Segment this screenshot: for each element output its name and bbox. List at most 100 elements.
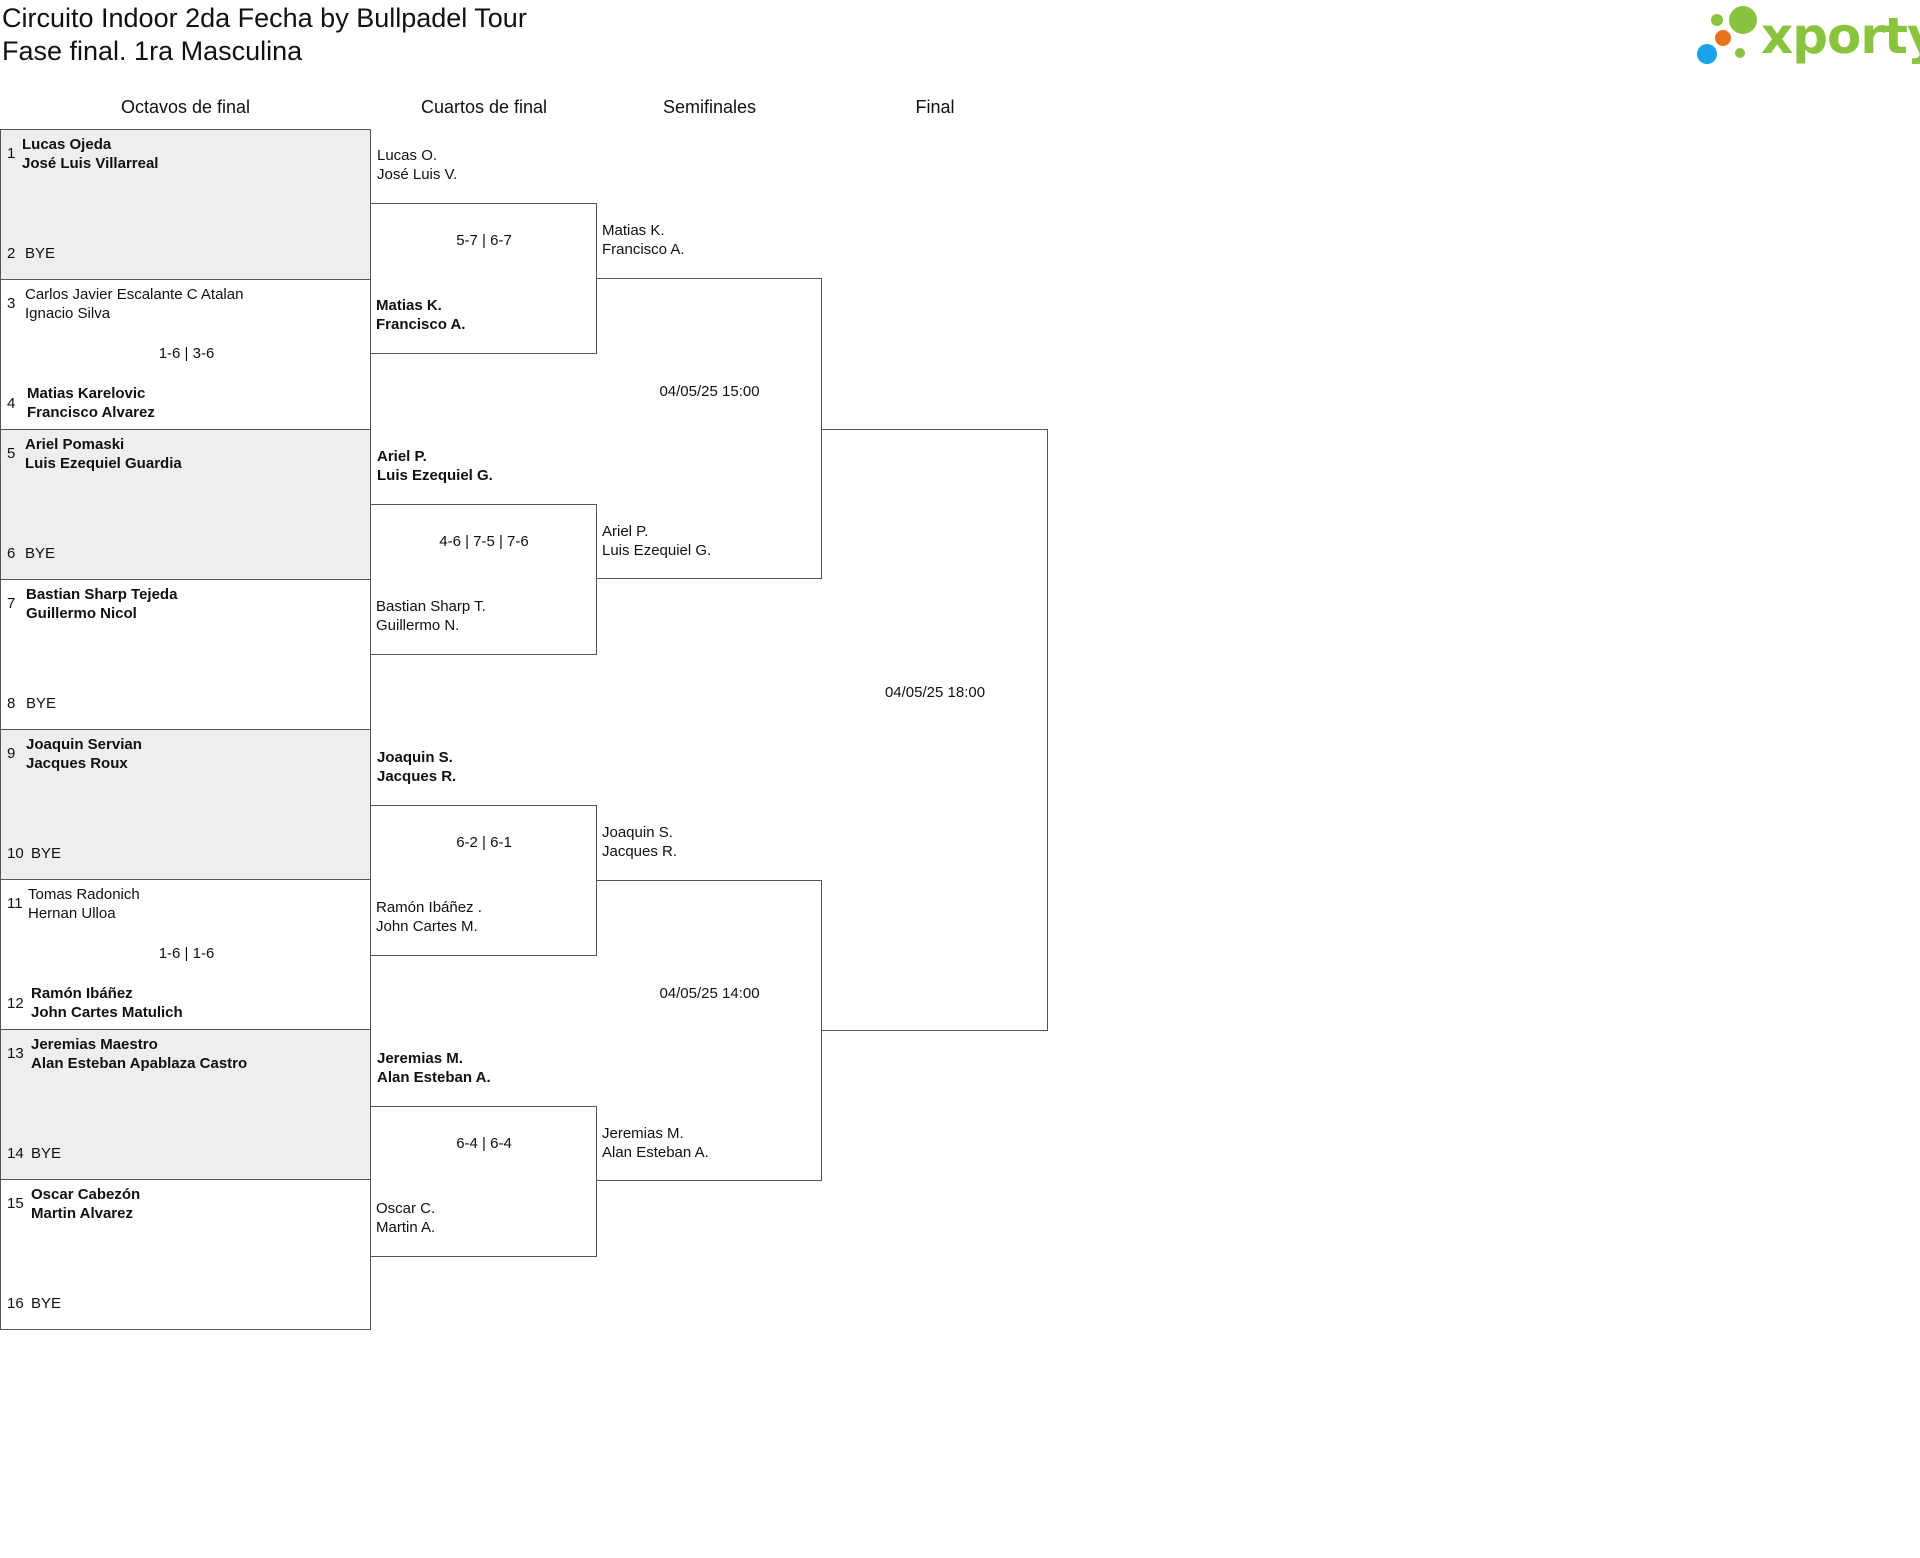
player-name: Alan Esteban Apablaza Castro bbox=[31, 1055, 248, 1072]
player-name: Francisco A. bbox=[602, 241, 685, 258]
player-name: Jacques R. bbox=[377, 768, 457, 785]
player-name: Alan Esteban A. bbox=[377, 1069, 491, 1086]
player-name: Ramón Ibáñez bbox=[31, 985, 133, 1002]
player-name: José Luis V. bbox=[377, 166, 458, 183]
player-name: Ramón Ibáñez . bbox=[376, 899, 482, 916]
bye-label: BYE bbox=[31, 1295, 62, 1312]
bye-label: BYE bbox=[31, 845, 62, 862]
qf-match-box: 6-4 | 6-4 Oscar C. Martin A. bbox=[371, 1106, 597, 1257]
match-score: 6-2 | 6-1 bbox=[456, 834, 512, 851]
seed-number: 11 bbox=[7, 895, 23, 912]
player-name: Luis Ezequiel G. bbox=[602, 542, 712, 559]
bye-label: BYE bbox=[26, 695, 57, 712]
player-name: Jacques Roux bbox=[26, 755, 128, 772]
player-name: José Luis Villarreal bbox=[22, 155, 159, 172]
qf-team-top: Joaquin S. Jacques R. bbox=[377, 748, 456, 786]
player-name: Martin Alvarez bbox=[31, 1205, 133, 1222]
player-name: Matias K. bbox=[602, 222, 665, 239]
r16-match: 13 Jeremias Maestro Alan Esteban Apablaz… bbox=[0, 1029, 371, 1180]
player-name: Ignacio Silva bbox=[25, 305, 111, 322]
player-name: Tomas Radonich bbox=[28, 886, 140, 903]
logo-dot-blue-icon bbox=[1697, 44, 1717, 64]
logo-wordmark: xporty bbox=[1761, 7, 1920, 65]
qf-team-bottom: Bastian Sharp T. Guillermo N. bbox=[376, 597, 486, 635]
qf-team-top: Jeremias M. Alan Esteban A. bbox=[377, 1049, 491, 1087]
player-name: Francisco Alvarez bbox=[27, 404, 155, 421]
r16-match: 9 Joaquin Servian Jacques Roux 10 BYE bbox=[0, 729, 371, 880]
player-name: Ariel P. bbox=[602, 523, 649, 540]
round-header-semifinales: Semifinales bbox=[662, 97, 757, 117]
seed-number: 3 bbox=[7, 295, 16, 312]
seed-number: 13 bbox=[7, 1045, 24, 1062]
seed-number: 15 bbox=[7, 1195, 24, 1212]
qf-match-box: 6-2 | 6-1 Ramón Ibáñez . John Cartes M. bbox=[371, 805, 597, 956]
r16-match: 3 Carlos Javier Escalante C Atalan Ignac… bbox=[0, 279, 371, 430]
player-name: Oscar Cabezón bbox=[31, 1186, 141, 1203]
match-schedule: 04/05/25 15:00 bbox=[659, 383, 760, 400]
phase-subtitle: Fase final. 1ra Masculina bbox=[2, 36, 303, 66]
qf-team-top: Ariel P. Luis Ezequiel G. bbox=[377, 447, 493, 485]
seed-number: 9 bbox=[7, 745, 16, 762]
seed-number: 14 bbox=[7, 1145, 24, 1162]
seed-number: 1 bbox=[7, 145, 16, 162]
logo-dot-orange-icon bbox=[1715, 30, 1731, 46]
sf-team-top: Matias K. Francisco A. bbox=[602, 221, 685, 259]
player-name: Bastian Sharp Tejeda bbox=[26, 586, 178, 603]
player-name: Martin A. bbox=[376, 1219, 436, 1236]
player-name: Joaquin S. bbox=[377, 749, 453, 766]
match-score: 6-4 | 6-4 bbox=[456, 1135, 512, 1152]
seed-number: 10 bbox=[7, 845, 24, 862]
player-name: Joaquin S. bbox=[602, 824, 673, 841]
player-name: Francisco A. bbox=[376, 316, 466, 333]
round-header-final: Final bbox=[915, 97, 955, 117]
player-name: Bastian Sharp T. bbox=[376, 598, 486, 615]
seed-number: 12 bbox=[7, 995, 24, 1012]
player-name: Jeremias Maestro bbox=[31, 1036, 158, 1053]
r16-match: 7 Bastian Sharp Tejeda Guillermo Nicol 8… bbox=[0, 579, 371, 730]
match-score: 1-6 | 1-6 bbox=[158, 945, 215, 962]
seed-number: 6 bbox=[7, 545, 16, 562]
bye-label: BYE bbox=[25, 545, 56, 562]
player-name: Lucas O. bbox=[377, 147, 438, 164]
tournament-title: Circuito Indoor 2da Fecha by Bullpadel T… bbox=[2, 3, 527, 33]
qf-team-bottom: Matias K. Francisco A. bbox=[376, 296, 465, 334]
bye-label: BYE bbox=[31, 1145, 62, 1162]
player-name: Alan Esteban A. bbox=[602, 1144, 709, 1161]
round-header-cuartos: Cuartos de final bbox=[420, 97, 548, 117]
player-name: Guillermo N. bbox=[376, 617, 460, 634]
player-name: Matias Karelovic bbox=[27, 385, 146, 402]
player-name: Ariel Pomaski bbox=[25, 436, 125, 453]
seed-number: 16 bbox=[7, 1295, 24, 1312]
xporty-logo: xporty bbox=[1695, 4, 1920, 70]
match-score: 1-6 | 3-6 bbox=[158, 345, 215, 362]
player-name: Hernan Ulloa bbox=[28, 905, 116, 922]
player-name: Jeremias M. bbox=[377, 1050, 463, 1067]
round-header-octavos: Octavos de final bbox=[120, 97, 251, 117]
match-score: 5-7 | 6-7 bbox=[456, 232, 512, 249]
player-name: Luis Ezequiel Guardia bbox=[25, 455, 182, 472]
player-name: Guillermo Nicol bbox=[26, 605, 137, 622]
player-name: Lucas Ojeda bbox=[22, 136, 112, 153]
qf-team-bottom: Ramón Ibáñez . John Cartes M. bbox=[376, 898, 482, 936]
seed-number: 4 bbox=[7, 395, 16, 412]
player-name: Luis Ezequiel G. bbox=[377, 467, 493, 484]
sf-match-box: 04/05/25 15:00 Ariel P. Luis Ezequiel G. bbox=[597, 278, 822, 579]
qf-match-box: 4-6 | 7-5 | 7-6 Bastian Sharp T. Guiller… bbox=[371, 504, 597, 655]
sf-match-box: 04/05/25 14:00 Jeremias M. Alan Esteban … bbox=[597, 880, 822, 1181]
qf-match-box: 5-7 | 6-7 Matias K. Francisco A. bbox=[371, 203, 597, 354]
final-match-box: 04/05/25 18:00 bbox=[822, 429, 1048, 1031]
r16-match: 5 Ariel Pomaski Luis Ezequiel Guardia 6 … bbox=[0, 429, 371, 580]
sf-team-bottom: Ariel P. Luis Ezequiel G. bbox=[602, 522, 711, 560]
player-name: John Cartes M. bbox=[376, 918, 478, 935]
sf-team-top: Joaquin S. Jacques R. bbox=[602, 823, 677, 861]
player-name: Joaquin Servian bbox=[26, 736, 142, 753]
logo-dot-green-small-icon bbox=[1711, 14, 1723, 26]
match-schedule: 04/05/25 18:00 bbox=[884, 684, 986, 701]
player-name: John Cartes Matulich bbox=[31, 1004, 183, 1021]
seed-number: 5 bbox=[7, 445, 16, 462]
player-name: Carlos Javier Escalante C Atalan bbox=[25, 286, 244, 303]
qf-team-bottom: Oscar C. Martin A. bbox=[376, 1199, 435, 1237]
r16-match: 11 Tomas Radonich Hernan Ulloa 1-6 | 1-6… bbox=[0, 879, 371, 1030]
player-name: Jeremias M. bbox=[602, 1125, 684, 1142]
seed-number: 7 bbox=[7, 595, 16, 612]
